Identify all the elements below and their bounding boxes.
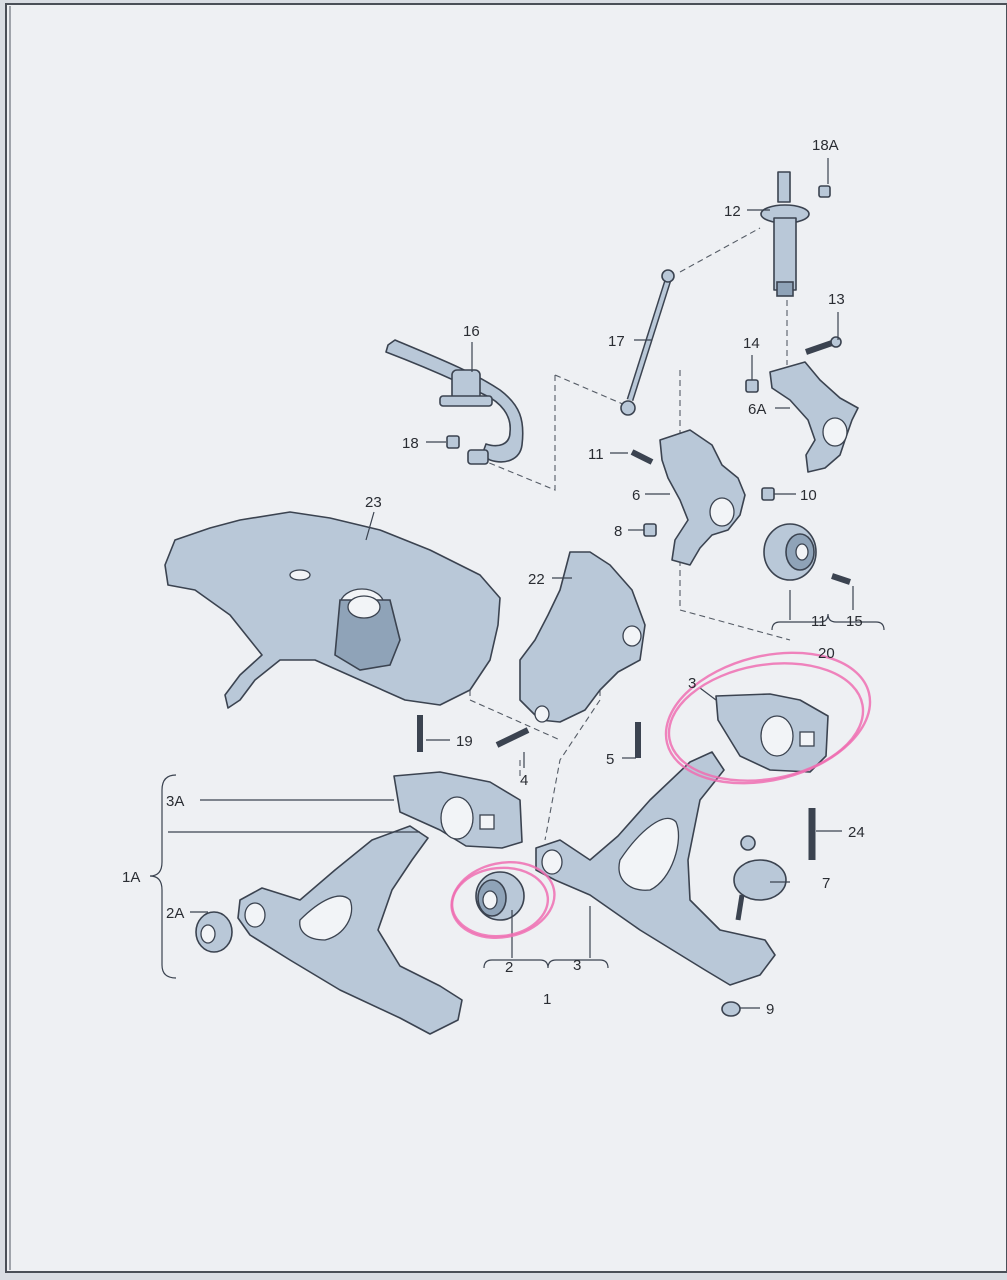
- callout-22: 22: [528, 571, 545, 588]
- callout-4: 4: [520, 772, 528, 789]
- callout-3: 3: [573, 957, 581, 974]
- nut-18: [446, 435, 460, 449]
- callout-16: 16: [463, 323, 480, 340]
- callout-19: 19: [456, 733, 473, 750]
- callout-17: 17: [608, 333, 625, 350]
- bonded-rubber-bush-2: [475, 871, 525, 921]
- callout-9: 9: [766, 1001, 774, 1018]
- callout-13: 13: [828, 291, 845, 308]
- callout-6a: 6A: [748, 401, 766, 418]
- callout-1: 1: [543, 991, 551, 1008]
- rear-bush-bracket: [715, 693, 829, 773]
- callout-18a: 18A: [812, 137, 839, 154]
- nut-8: [643, 523, 657, 537]
- nut-10: [761, 487, 775, 501]
- highlight-circle-bracket: [664, 651, 872, 785]
- bolt-4: [495, 727, 530, 748]
- wheel-bearing-housing-6a: [769, 361, 859, 473]
- callout-23: 23: [365, 494, 382, 511]
- nut-18a: [818, 185, 831, 198]
- wheel-bearing-housing-6: [659, 429, 746, 566]
- wishbone-1: [535, 751, 776, 986]
- callout-3a: 3A: [166, 793, 184, 810]
- paper-sheet: [5, 3, 1007, 1273]
- subframe: [164, 511, 501, 709]
- callout-11-hub: 11: [811, 613, 827, 630]
- highlight-circle-bush: [450, 861, 556, 939]
- strut-shock-absorber: [760, 171, 810, 297]
- bracket: [519, 551, 646, 723]
- callout-12: 12: [724, 203, 741, 220]
- callout-1a: 1A: [122, 869, 140, 886]
- anti-roll-bar: [385, 339, 524, 465]
- callout-18: 18: [402, 435, 419, 452]
- bolt-15: [831, 573, 851, 585]
- callout-5: 5: [606, 751, 614, 768]
- leader-lines: [149, 158, 885, 1009]
- callout-24: 24: [848, 824, 865, 841]
- callout-15: 15: [846, 613, 863, 630]
- bush-bracket-3a: [393, 771, 523, 849]
- wishbone-1a: [237, 825, 463, 1035]
- bonded-rubber-bush-2a: [195, 911, 233, 953]
- callout-10: 10: [800, 487, 817, 504]
- callout-14: 14: [743, 335, 760, 352]
- nut-9: [721, 1001, 741, 1017]
- nut-14: [745, 379, 759, 393]
- wheel-hub: [763, 523, 817, 581]
- callout-3-bracket: 3: [688, 675, 696, 692]
- callout-6: 6: [632, 487, 640, 504]
- ball-joint-7: [733, 835, 787, 921]
- callout-20: 20: [818, 645, 835, 662]
- callout-2a: 2A: [166, 905, 184, 922]
- bolt-11: [630, 449, 654, 465]
- callout-7: 7: [822, 875, 830, 892]
- callout-11-upper: 11: [588, 446, 604, 463]
- callout-8: 8: [614, 523, 622, 540]
- callout-labels: 18A 12 13 16 17 14 6A 18 11 10 6 8 23 22…: [122, 137, 865, 1018]
- callout-2: 2: [505, 959, 513, 976]
